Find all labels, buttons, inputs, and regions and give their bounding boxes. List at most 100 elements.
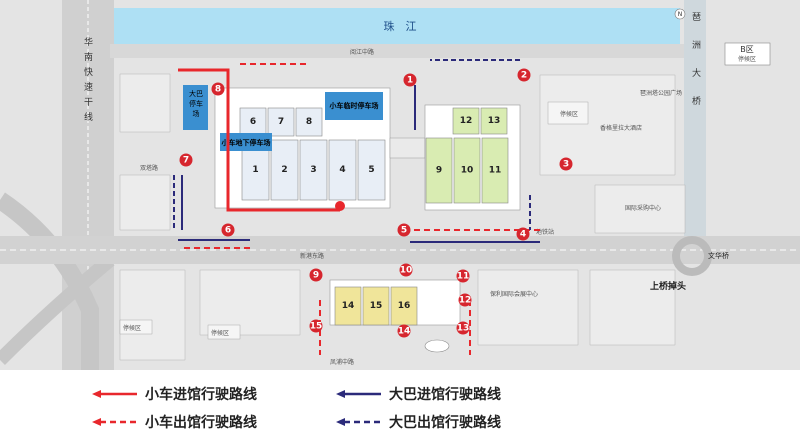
gate-8-icon: [211, 82, 225, 96]
intercontinental-label: 香格里拉大酒店: [600, 124, 642, 132]
legend-car-in: 小车进馆行驶路线: [92, 384, 257, 404]
gate-5-label: 5: [401, 226, 407, 236]
hall-16-label: 16: [398, 301, 411, 311]
b-zone-parking-label: 停候区: [738, 55, 756, 63]
car-in-arrow-icon: [92, 390, 137, 398]
legend-bus-out-label: 大巴出馆行驶路线: [389, 415, 501, 431]
gate-3-icon: [559, 157, 573, 171]
hall-2-label: 2: [281, 165, 287, 175]
upbridge-turn-label: 上桥掉头: [650, 280, 686, 292]
gate-7-icon: [179, 153, 193, 167]
gate-15-icon: [309, 319, 323, 333]
hall-12: [452, 107, 480, 135]
gate-15-label: 15: [310, 322, 323, 332]
car-underground-parking-label: 小车地下停车场: [221, 138, 271, 147]
legend-bus-in: 大巴进馆行驶路线: [336, 384, 501, 404]
hall-14: [334, 286, 362, 326]
gate-13-label: 13: [457, 324, 470, 334]
hall-4-label: 4: [339, 165, 345, 175]
expressway-label: 华南快速干线: [84, 36, 93, 123]
svg-text:N: N: [678, 11, 683, 18]
bus-parking: [183, 85, 208, 130]
gate-8-label: 8: [215, 85, 221, 95]
legend-car-in-label: 小车进馆行驶路线: [145, 387, 257, 403]
hall-1-label: 1: [252, 165, 258, 175]
car-out-arrow-icon: [92, 418, 137, 426]
gate-4-label: 4: [520, 230, 526, 240]
gate-11-label: 11: [457, 272, 470, 282]
hall-7-label: 7: [278, 117, 284, 127]
b-zone-label: B区: [740, 45, 754, 54]
hall-16: [390, 286, 418, 326]
river: [110, 8, 680, 44]
hall-10: [453, 137, 481, 204]
bus-in-arrow-icon: [336, 390, 381, 398]
hall-15: [362, 286, 390, 326]
hall-7: [267, 107, 295, 137]
yuejiang-road-label: 阅江中路: [350, 48, 374, 56]
car-temp-parking-label: 小车临时停车场: [329, 101, 379, 110]
gate-5-icon: [397, 223, 411, 237]
gate-14-icon: [397, 324, 411, 338]
xingang-road-label: 新港东路: [300, 252, 324, 260]
gate-2-label: 2: [521, 71, 527, 81]
hall-2: [270, 139, 299, 201]
hall-13: [480, 107, 508, 135]
fengpu-road-label: 凤浦中路: [330, 358, 354, 366]
hall-9-label: 9: [436, 166, 442, 176]
gate-12-label: 12: [459, 296, 472, 306]
hall-8: [295, 107, 323, 137]
east-parking-zone-label: 停候区: [560, 110, 578, 118]
gate-9-label: 9: [313, 271, 319, 281]
west-parking-zone-label: 停候区: [123, 324, 141, 332]
gate-7-label: 7: [183, 156, 189, 166]
gate-10-icon: [399, 263, 413, 277]
gate-9-icon: [309, 268, 323, 282]
hall-3-label: 3: [310, 165, 316, 175]
pazhou-bridge: [684, 0, 706, 240]
pazhou-bridge-label: 琶洲大桥: [692, 12, 701, 107]
hall-5: [357, 139, 386, 201]
hall-9: [425, 137, 453, 204]
bus-parking-label: 大巴停车场: [189, 89, 203, 118]
pazhou-square-label: 琶洲塔公园广场: [640, 89, 682, 97]
hall-6-label: 6: [250, 117, 256, 127]
legend-bus-in-label: 大巴进馆行驶路线: [389, 387, 501, 403]
gate-3-label: 3: [563, 160, 569, 170]
b-zone-box: [724, 42, 771, 66]
world-trade-label: 国际采购中心: [625, 204, 661, 212]
legend-bus-out: 大巴出馆行驶路线: [336, 412, 501, 432]
gate-13-icon: [456, 321, 470, 335]
hall-14-label: 14: [342, 301, 355, 311]
bus-out-routes: [173, 59, 531, 230]
hall-11: [481, 137, 509, 204]
gate-1-label: 1: [407, 76, 413, 86]
south-parking-zone-label: 停候区: [211, 329, 229, 337]
legend-car-out-label: 小车出馆行驶路线: [145, 415, 257, 431]
hall-11-label: 11: [489, 166, 502, 176]
compass-icon: N: [674, 8, 686, 20]
hall-13-label: 13: [488, 116, 501, 126]
gate-2-icon: [517, 68, 531, 82]
gate-4-icon: [516, 227, 530, 241]
halls-south: 14 15 16: [334, 286, 418, 326]
hall-15-label: 15: [370, 301, 383, 311]
car-temp-parking: [325, 92, 383, 120]
roundabout: [672, 236, 712, 276]
wenhua-bridge-label: 文华桥: [708, 251, 729, 260]
legend-car-out: 小车出馆行驶路线: [92, 412, 257, 432]
hall-6: [239, 107, 267, 137]
river-label: 珠 江: [384, 19, 417, 33]
gate-11-icon: [456, 269, 470, 283]
bus-out-arrow-icon: [336, 418, 381, 426]
car-underground-parking: [220, 133, 272, 151]
bus-in-routes: [178, 85, 540, 243]
metro-label: 地铁站: [536, 228, 554, 236]
car-in-routes: [178, 68, 345, 212]
hall-4: [328, 139, 357, 201]
